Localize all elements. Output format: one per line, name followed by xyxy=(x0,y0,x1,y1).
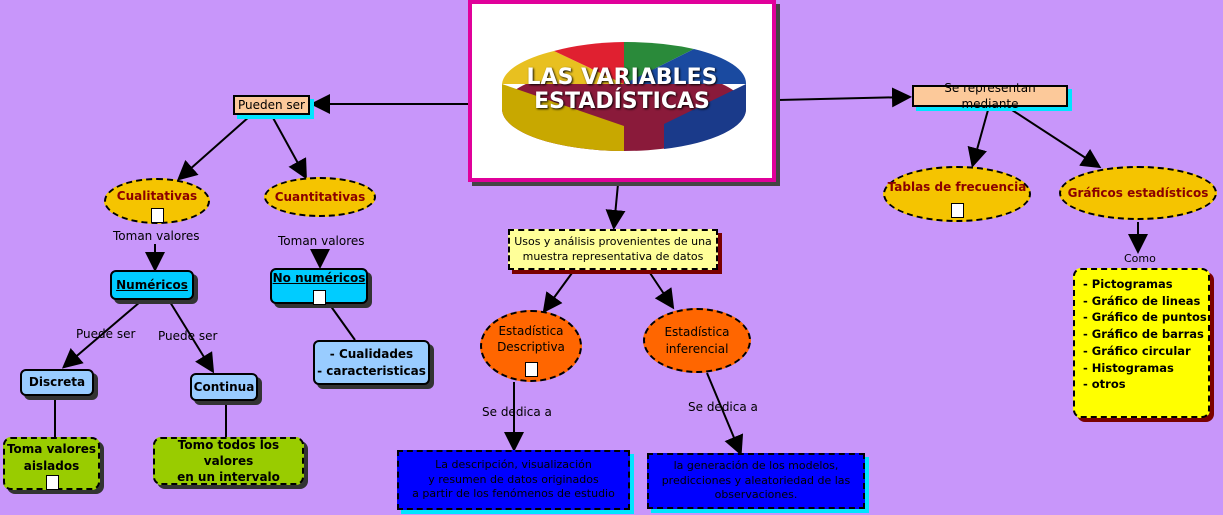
link-puede-ser-2: Puede ser xyxy=(158,329,218,343)
line: Descriptiva xyxy=(497,340,565,354)
line: Estadística xyxy=(664,325,730,340)
list-item: - Gráfico circular xyxy=(1083,343,1191,358)
label: No numéricos xyxy=(272,270,366,285)
document-icon[interactable] xyxy=(151,208,164,223)
line: Tomo todos los valores xyxy=(177,437,280,468)
link-se-dedica-2: Se dedica a xyxy=(688,400,758,414)
list-item: - Gráfico de lineas xyxy=(1083,293,1201,308)
document-icon[interactable] xyxy=(525,362,538,377)
node-discreta[interactable]: Discreta xyxy=(20,369,94,396)
line: en un intervalo xyxy=(177,470,280,485)
link-toman-valores-2: Toman valores xyxy=(278,234,365,248)
line: a partir de los fenómenos de estudio xyxy=(412,487,615,501)
line: - caracteristicas xyxy=(317,363,426,378)
pie-chart-image xyxy=(502,41,747,151)
document-icon[interactable] xyxy=(313,290,326,305)
line: - Cualidades xyxy=(329,347,414,362)
line: Usos y análisis provenientes de una xyxy=(514,234,712,248)
title-node[interactable]: LAS VARIABLES ESTADÍSTICAS xyxy=(468,0,776,182)
list-item: - Pictogramas xyxy=(1083,277,1173,291)
node-intervalo[interactable]: Tomo todos los valores en un intervalo xyxy=(153,437,304,485)
node-graficos-estadisticos[interactable]: Gráficos estadísticos xyxy=(1059,166,1217,220)
label: Cualitativas xyxy=(116,188,198,203)
link-se-representan[interactable]: Se representan mediante xyxy=(912,81,1068,111)
line: La descripción, visualización xyxy=(435,457,592,471)
node-tablas-frecuencia[interactable]: Tablas de frecuencia xyxy=(883,166,1031,222)
line: Toma valores xyxy=(6,442,97,457)
node-cuantitativas[interactable]: Cuantitativas xyxy=(264,177,376,217)
line: predicciones y aleatoriedad de las xyxy=(661,473,851,487)
line: inferencial xyxy=(665,341,729,356)
link-se-dedica-1: Se dedica a xyxy=(482,405,552,419)
line: muestra representativa de datos xyxy=(522,249,704,263)
line: observaciones. xyxy=(714,488,798,502)
node-cualidades[interactable]: - Cualidades- caracteristicas xyxy=(313,340,430,385)
link-puede-ser-1: Puede ser xyxy=(76,327,136,341)
list-item: - Gráfico de puntos xyxy=(1083,310,1207,325)
line: aislados xyxy=(23,458,80,473)
line: y resumen de datos originados xyxy=(428,472,599,486)
title-line1: LAS VARIABLES xyxy=(526,64,718,90)
document-icon[interactable] xyxy=(951,203,964,218)
link-toman-valores-1: Toman valores xyxy=(113,229,200,243)
node-continua[interactable]: Continua xyxy=(190,373,258,401)
node-numericos[interactable]: Numéricos xyxy=(110,270,194,300)
link-como: Como xyxy=(1124,252,1156,265)
line: Estadística xyxy=(498,323,564,338)
line: la generación de los modelos, xyxy=(673,458,839,472)
link-pueden-ser[interactable]: Pueden ser xyxy=(233,95,310,115)
node-cualitativas[interactable]: Cualitativas xyxy=(104,178,210,224)
node-no-numericos[interactable]: No numéricos xyxy=(270,268,368,305)
document-icon[interactable] xyxy=(45,475,59,490)
node-generacion[interactable]: la generación de los modelos,prediccione… xyxy=(647,453,865,509)
list-item: - Gráfico de barras xyxy=(1083,327,1204,342)
list-item: - otros xyxy=(1083,377,1126,392)
label: Tablas de frecuencia xyxy=(887,179,1027,194)
list-item: - Histogramas xyxy=(1083,360,1174,375)
node-lista-graficos[interactable]: - Pictogramas - Gráfico de lineas - Gráf… xyxy=(1073,268,1210,418)
title-line2: ESTADÍSTICAS xyxy=(534,89,710,114)
